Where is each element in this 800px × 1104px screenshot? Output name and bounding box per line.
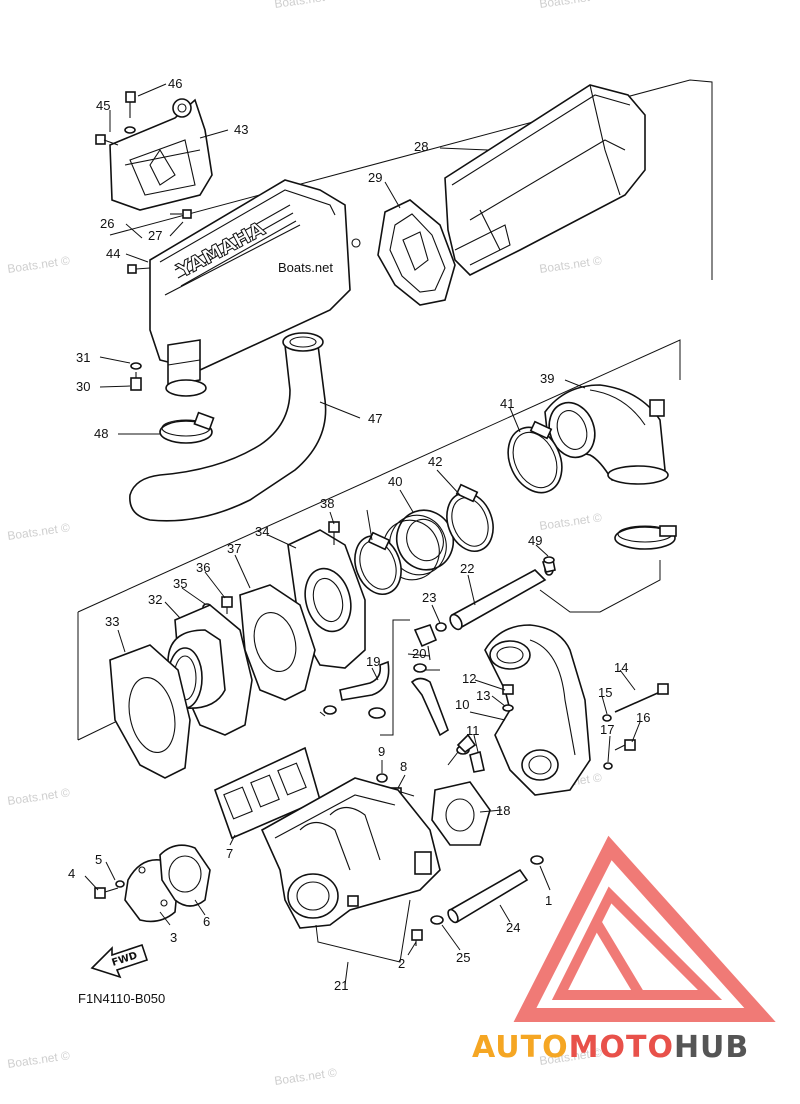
callout-38: 38 [320,496,334,511]
callout-28: 28 [414,139,428,154]
gasket-6 [159,844,211,907]
callout-19: 19 [366,654,380,669]
callout-7: 7 [226,846,233,861]
gasket-35 [239,584,316,701]
callout-15: 15 [598,685,612,700]
svg-text:AUTOMOTOHUB: AUTOMOTOHUB [472,1030,749,1065]
callout-23: 23 [422,590,436,605]
callout-24: 24 [506,920,520,935]
callout-25: 25 [456,950,470,965]
callout-45: 45 [96,98,110,113]
callout-47: 47 [368,411,382,426]
callout-34: 34 [255,524,269,539]
callout-27: 27 [148,228,162,243]
hose-clamp-41b [614,525,677,550]
callout-9: 9 [378,744,385,759]
fwd-arrow: FWD [90,943,149,979]
callout-49: 49 [528,533,542,548]
brand-hub: HUB [674,1030,749,1065]
cover-grille [174,204,297,287]
hose-47 [129,332,327,522]
bolts-14-17 [602,683,669,770]
callout-6: 6 [203,914,210,929]
callout-18: 18 [496,803,510,818]
callout-17: 17 [600,722,614,737]
bracket-43 [109,98,213,211]
callout-21: 21 [334,978,348,993]
water-box-10 [484,624,591,796]
callout-40: 40 [388,474,402,489]
callout-32: 32 [148,592,162,607]
callout-26: 26 [100,216,114,231]
automotohub-wordmark: AUTOMOTOHUB [472,1030,749,1065]
callout-14: 14 [614,660,628,675]
callout-41: 41 [500,396,514,411]
callout-13: 13 [476,688,490,703]
callout-37: 37 [227,541,241,556]
diagram-code: F1N4110-B050 [78,991,165,1006]
bolt-4-washer-5 [94,880,125,899]
callout-35: 35 [173,576,187,591]
watermark-text: Boats.net © [6,253,70,276]
callout-20: 20 [412,646,426,661]
brand-auto: AUTO [472,1030,569,1065]
callout-12: 12 [462,671,476,686]
callout-44: 44 [106,246,120,261]
cover-watermark-text: Boats.net [278,260,333,275]
callout-42: 42 [428,454,442,469]
callout-36: 36 [196,560,210,575]
callout-33: 33 [105,614,119,629]
callout-29: 29 [368,170,382,185]
silencer-box-28 [444,84,646,276]
callout-30: 30 [76,379,90,394]
callout-48: 48 [94,426,108,441]
callout-5: 5 [95,852,102,867]
callout-numbers: 4645432829264427313047483941424038343637… [68,76,650,993]
watermark-text: Boats.net © [273,1065,337,1088]
watermark-text: Boats.net © [538,0,602,11]
hose-clamp-41a [507,420,563,494]
automotohub-logo-mark [513,835,776,1022]
callout-1: 1 [545,893,552,908]
callout-22: 22 [460,561,474,576]
callout-4: 4 [68,866,75,881]
gasket-33 [109,644,191,779]
gasket-18 [431,781,491,846]
callout-43: 43 [234,122,248,137]
watermark-text: Boats.net © [538,510,602,533]
callout-8: 8 [400,759,407,774]
hose-clamp-42b [354,531,402,595]
callout-39: 39 [540,371,554,386]
watermark-text: Boats.net © [6,785,70,808]
elbow-duct-39 [544,384,669,485]
bolts-top [95,91,192,274]
callout-11: 11 [466,723,480,738]
watermark-text: Boats.net © [538,253,602,276]
bellows-40 [382,509,455,581]
callout-2: 2 [398,956,405,971]
callout-10: 10 [455,697,469,712]
brand-moto: MOTO [569,1030,674,1065]
intake-cover-26: YAMAHA Boats.net [149,179,361,397]
callout-31: 31 [76,350,90,365]
frame-lines [77,79,713,741]
callout-3: 3 [170,930,177,945]
clamp-48-and-fasteners [130,362,215,444]
callout-46: 46 [168,76,182,91]
callout-16: 16 [636,710,650,725]
watermark-text: Boats.net © [6,1048,70,1071]
hose-clamp-42a [446,483,494,552]
watermark-text: Boats.net © [273,0,337,11]
hose-24 [411,556,555,946]
fittings-and-hoses [323,622,485,773]
gasket-29 [377,199,456,306]
exhaust-manifold-1 [260,777,441,929]
watermark-text: Boats.net © [6,520,70,543]
leader-lines [84,83,641,986]
